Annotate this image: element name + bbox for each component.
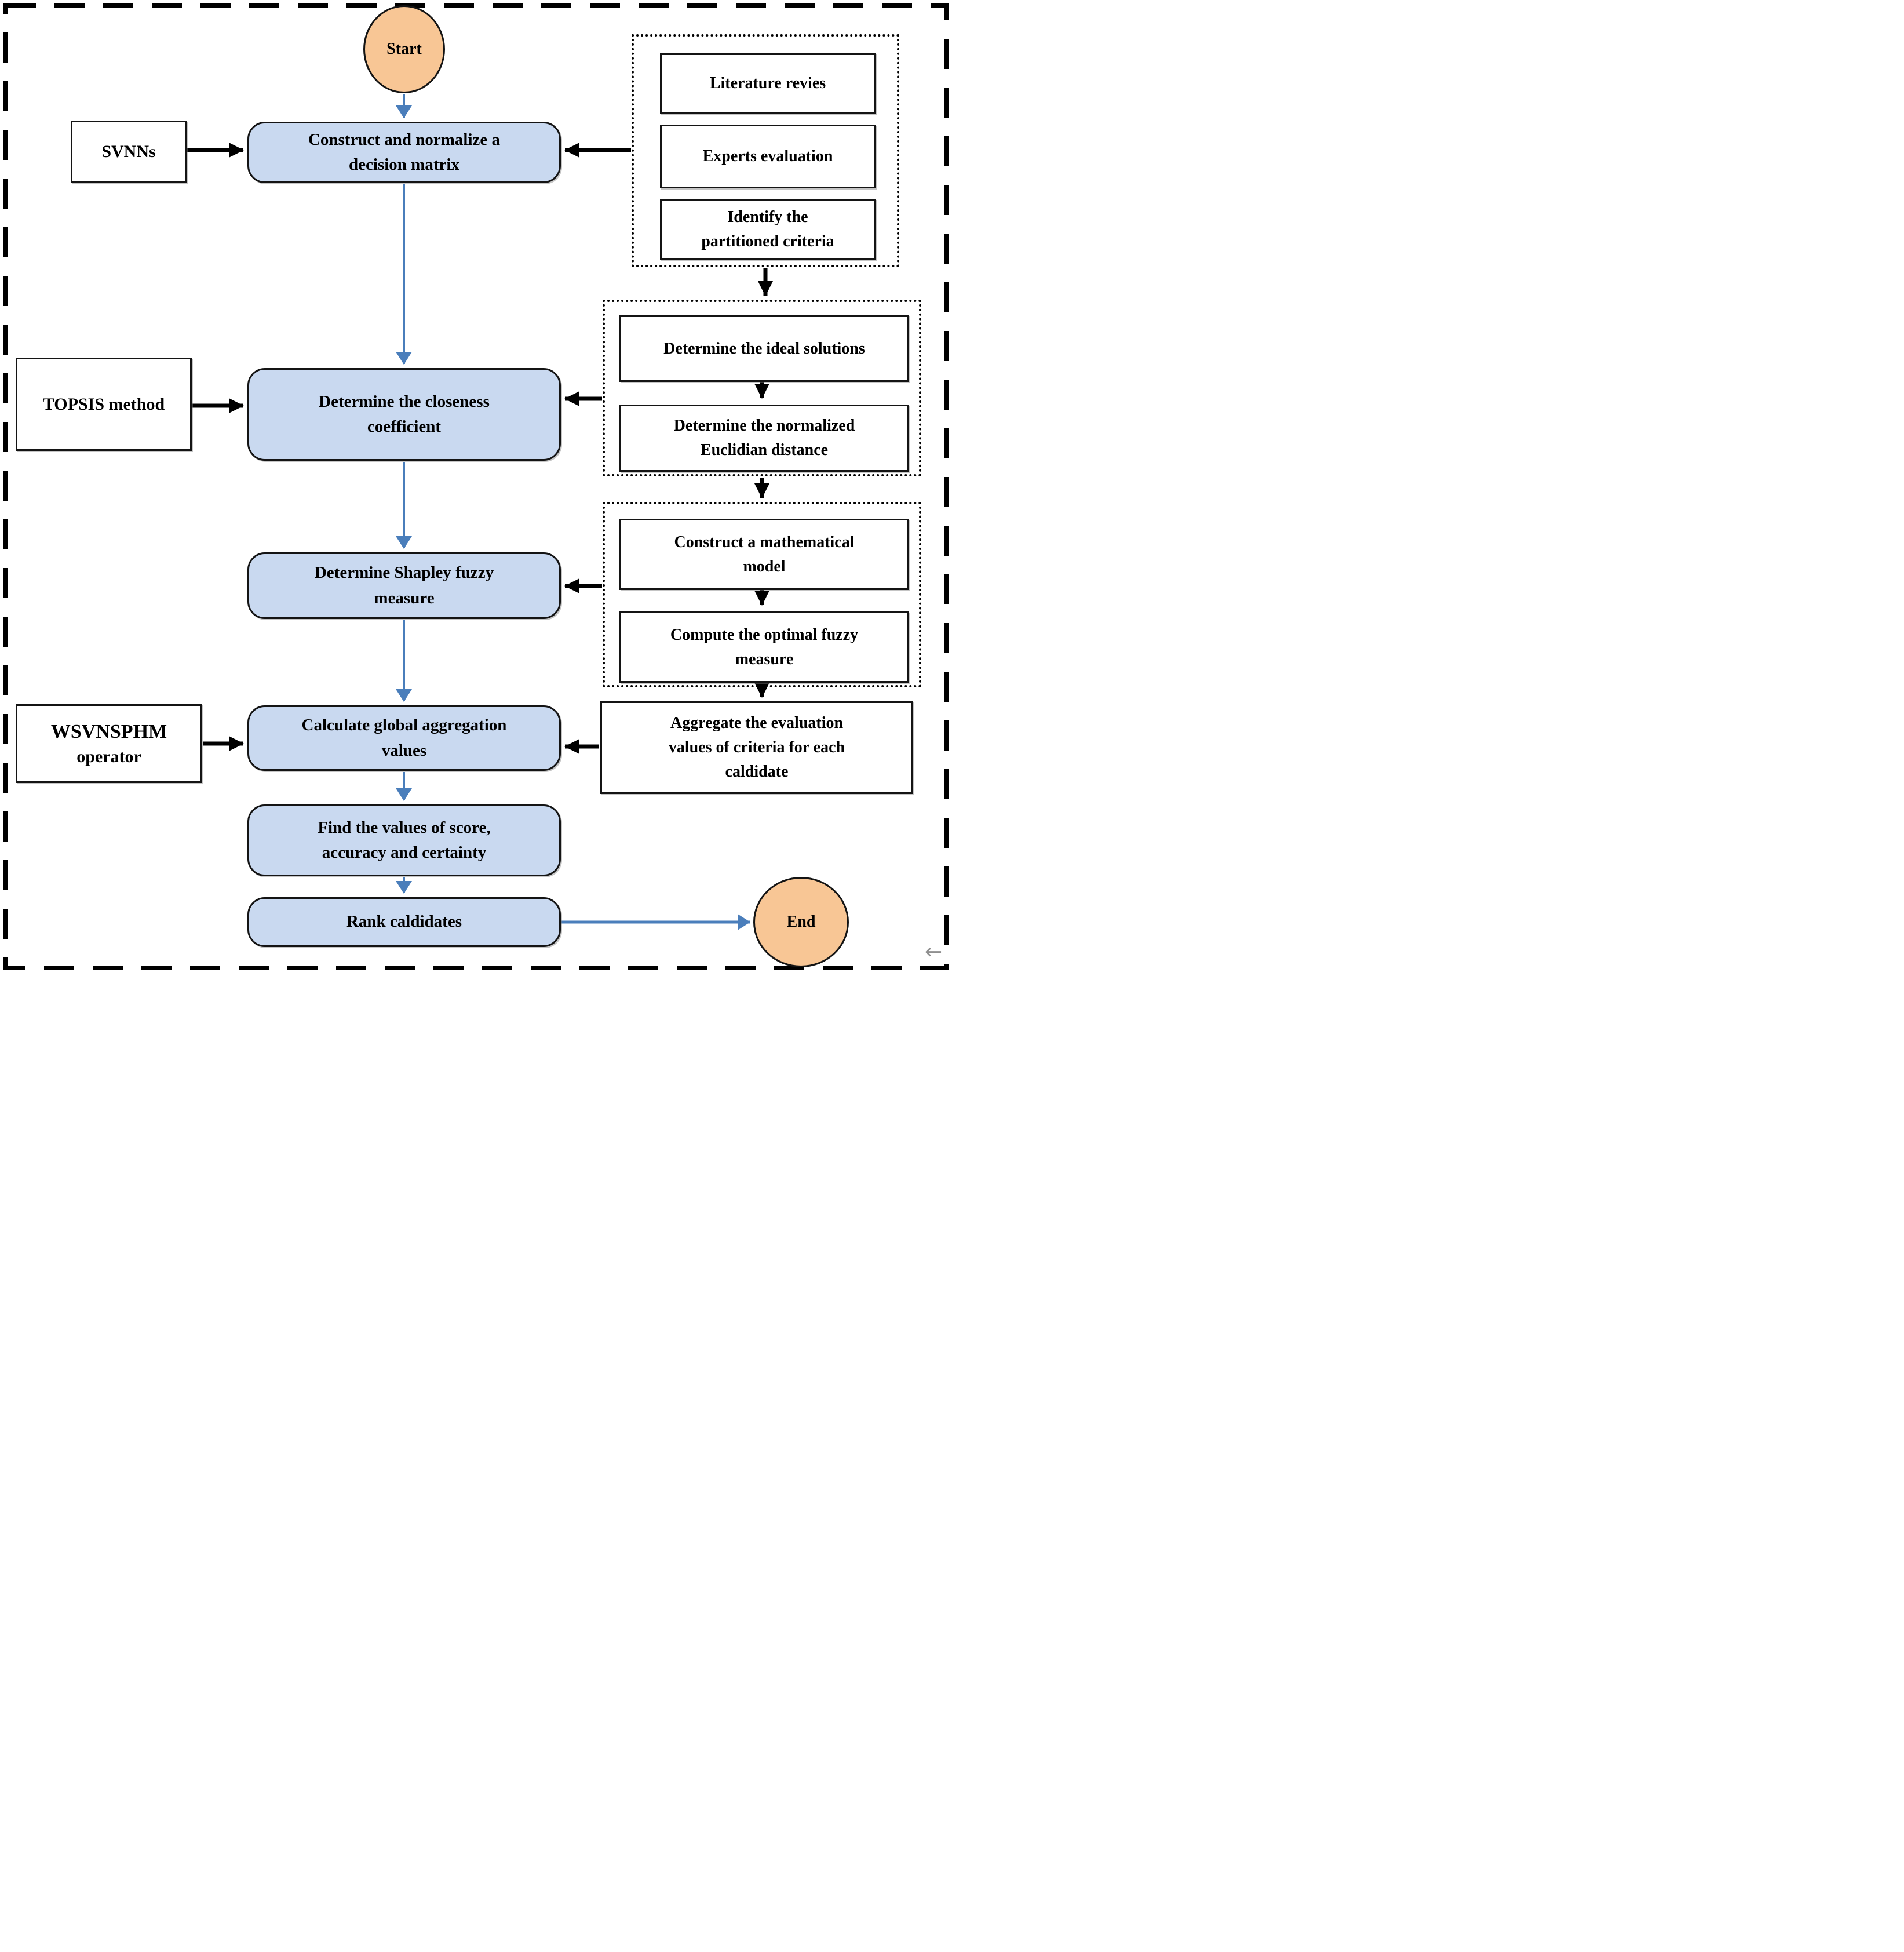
score-accuracy-certainty-step: Find the values of score, accuracy and c… xyxy=(247,804,561,876)
topsis-method-input-box: TOPSIS method xyxy=(16,358,192,451)
back-arrow-icon: ← xyxy=(925,940,943,964)
literature-review-box: Literature revies xyxy=(660,53,876,114)
fuzzy-model-group: Construct a mathematical model Compute t… xyxy=(603,502,921,687)
rank-candidates-step: Rank caldidates xyxy=(247,897,561,947)
wsvnsphm-operator-input-box: WSVNSPHM operator xyxy=(16,704,202,783)
connector-layer xyxy=(3,3,949,970)
identify-partitioned-criteria-box: Identify the partitioned criteria xyxy=(660,199,876,260)
construct-normalize-matrix-step: Construct and normalize a decision matri… xyxy=(247,122,561,183)
outer-dashed-border xyxy=(3,3,949,970)
operator-label: operator xyxy=(76,746,141,766)
euclidian-distance-box: Determine the normalized Euclidian dista… xyxy=(619,405,909,472)
criteria-inputs-group: Literature revies Experts evaluation Ide… xyxy=(632,34,899,267)
experts-evaluation-box: Experts evaluation xyxy=(660,125,876,188)
optimal-fuzzy-measure-box: Compute the optimal fuzzy measure xyxy=(619,611,909,683)
aggregate-evaluation-box: Aggregate the evaluation values of crite… xyxy=(600,701,913,794)
flowchart-canvas: Start End SVNNs TOPSIS method WSVNSPHM o… xyxy=(0,0,952,976)
closeness-coefficient-step: Determine the closeness coefficient xyxy=(247,368,561,461)
start-terminal: Start xyxy=(363,5,445,93)
svnns-input-box: SVNNs xyxy=(71,121,187,183)
end-terminal: End xyxy=(753,877,849,967)
wsvnsphm-label: WSVNSPHM xyxy=(50,720,167,742)
global-aggregation-step: Calculate global aggregation values xyxy=(247,705,561,771)
ideal-solutions-box: Determine the ideal solutions xyxy=(619,315,909,382)
shapley-fuzzy-measure-step: Determine Shapley fuzzy measure xyxy=(247,552,561,619)
ideal-solutions-group: Determine the ideal solutions Determine … xyxy=(603,300,921,476)
mathematical-model-box: Construct a mathematical model xyxy=(619,519,909,590)
